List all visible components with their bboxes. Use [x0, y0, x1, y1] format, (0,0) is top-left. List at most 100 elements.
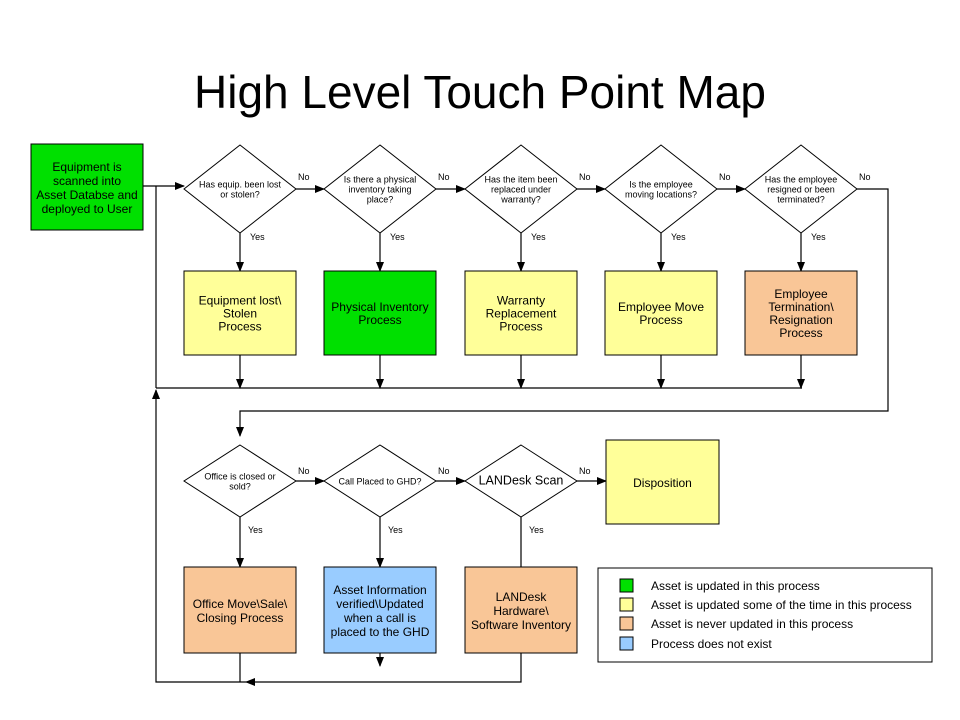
decision-top-1-text-line: Has equip. been lost — [199, 180, 282, 190]
start-box-text-line: Equipment is — [52, 160, 121, 174]
no-to-bottom — [236, 188, 889, 437]
process-bottom-2-text-line: Asset Information — [333, 583, 426, 597]
decision-top-5-shape — [744, 144, 858, 234]
disposition-box: Disposition — [605, 439, 720, 525]
decision-top-3-text-line: replaced under — [491, 185, 551, 195]
decision-bottom-2-shape — [323, 444, 437, 518]
decision-top-2-text-line: inventory taking — [348, 185, 411, 195]
disposition-box-text-line: Disposition — [633, 476, 692, 490]
legend-label: Asset is never updated in this process — [651, 617, 853, 631]
start-box-box — [30, 143, 144, 231]
connectors — [143, 182, 889, 686]
edge-label-yes: Yes — [390, 232, 405, 242]
page-title: High Level Touch Point Map — [194, 66, 766, 118]
start-box-text-line: Asset Databse and — [36, 188, 137, 202]
process-top-4-box — [604, 270, 718, 356]
return-bottom-3 — [245, 653, 522, 686]
edge-label-no: No — [298, 466, 310, 476]
edge-label-yes: Yes — [671, 232, 686, 242]
decision-top-4-text-line: Is the employee — [629, 180, 693, 190]
legend-label: Process does not exist — [651, 637, 772, 651]
legend-label: Asset is updated in this process — [651, 579, 820, 593]
decision-bottom-1-text-line: Office is closed or — [204, 472, 275, 482]
process-bottom-1: Office Move\Sale\Closing Process — [183, 566, 297, 654]
edge-label-yes: Yes — [250, 232, 265, 242]
edge-label-no: No — [438, 172, 450, 182]
edge-label-yes: Yes — [248, 525, 263, 535]
decision-top-5-text-line: Has the employee — [765, 175, 838, 185]
process-top-1-text-line: Stolen — [223, 307, 257, 321]
process-top-5-box — [744, 270, 858, 356]
decision-top-3-text-line: warranty? — [500, 195, 541, 205]
decision-top-3-shape — [464, 144, 578, 234]
start-box-text-line: deployed to User — [42, 202, 133, 216]
process-top-5-text-line: Process — [779, 326, 822, 340]
decision-top-2-text-line: Is there a physical — [344, 175, 417, 185]
edge-label-yes: Yes — [811, 232, 826, 242]
process-top-1-text-line: Equipment lost\ — [199, 294, 282, 308]
process-bottom-2-box — [323, 566, 437, 654]
process-bottom-3-text-line: Hardware\ — [493, 604, 549, 618]
process-top-3-box — [464, 270, 578, 356]
edge-label-no: No — [719, 172, 731, 182]
decision-top-4-text-line: moving locations? — [625, 190, 697, 200]
process-bottom-1-text: Office Move\Sale\Closing Process — [193, 597, 288, 625]
process-top-3-text-line: Replacement — [486, 307, 557, 321]
decision-bottom-3-text: LANDesk Scan — [479, 474, 564, 488]
process-bottom-3-text-line: Software Inventory — [471, 618, 571, 632]
process-top-2-text-line: Physical Inventory — [331, 300, 428, 314]
process-bottom-1-text-line: Closing Process — [197, 611, 284, 625]
edge-label-yes: Yes — [531, 232, 546, 242]
process-bottom-2-text-line: placed to the GHD — [331, 625, 430, 639]
decision-bottom-1-shape — [183, 444, 297, 518]
disposition-box-box — [605, 439, 720, 525]
process-bottom-3-box — [464, 566, 578, 654]
decision-bottom-1-text-line: sold? — [229, 482, 251, 492]
edge-label-yes: Yes — [529, 525, 544, 535]
decision-top-5-text-line: resigned or been — [767, 185, 835, 195]
legend-swatch-orange — [619, 616, 634, 631]
legend-swatch-blue — [619, 636, 634, 651]
edge-label-no: No — [579, 466, 591, 476]
process-bottom-1-text-line: Office Move\Sale\ — [193, 597, 288, 611]
edge-label-no: No — [579, 172, 591, 182]
decision-top-1-text-line: or stolen? — [220, 190, 260, 200]
decision-top-2-text-line: place? — [367, 195, 394, 205]
edge-label-no: No — [298, 172, 310, 182]
process-top-5-text-line: Employee — [774, 287, 828, 301]
decision-bottom-2-text-line: Call Placed to GHD? — [338, 477, 421, 487]
decision-top-3-text-line: Has the item been — [484, 175, 557, 185]
process-top-5-text-line: Resignation — [769, 313, 832, 327]
legend-swatch-yellow — [619, 597, 634, 612]
decision-bottom-3: LANDesk Scan — [464, 444, 578, 518]
decision-top-4-shape — [604, 144, 718, 234]
process-bottom-3-text-line: LANDesk — [496, 590, 548, 604]
process-top-3-text-line: Warranty — [497, 294, 545, 308]
disposition-box-text: Disposition — [633, 476, 692, 490]
process-bottom-1-box — [183, 566, 297, 654]
process-bottom-2-text-line: verified\Updated — [336, 597, 423, 611]
decision-top-5-text-line: terminated? — [777, 195, 825, 205]
legend-frame — [597, 567, 933, 663]
process-top-5-text-line: Termination\ — [768, 300, 834, 314]
